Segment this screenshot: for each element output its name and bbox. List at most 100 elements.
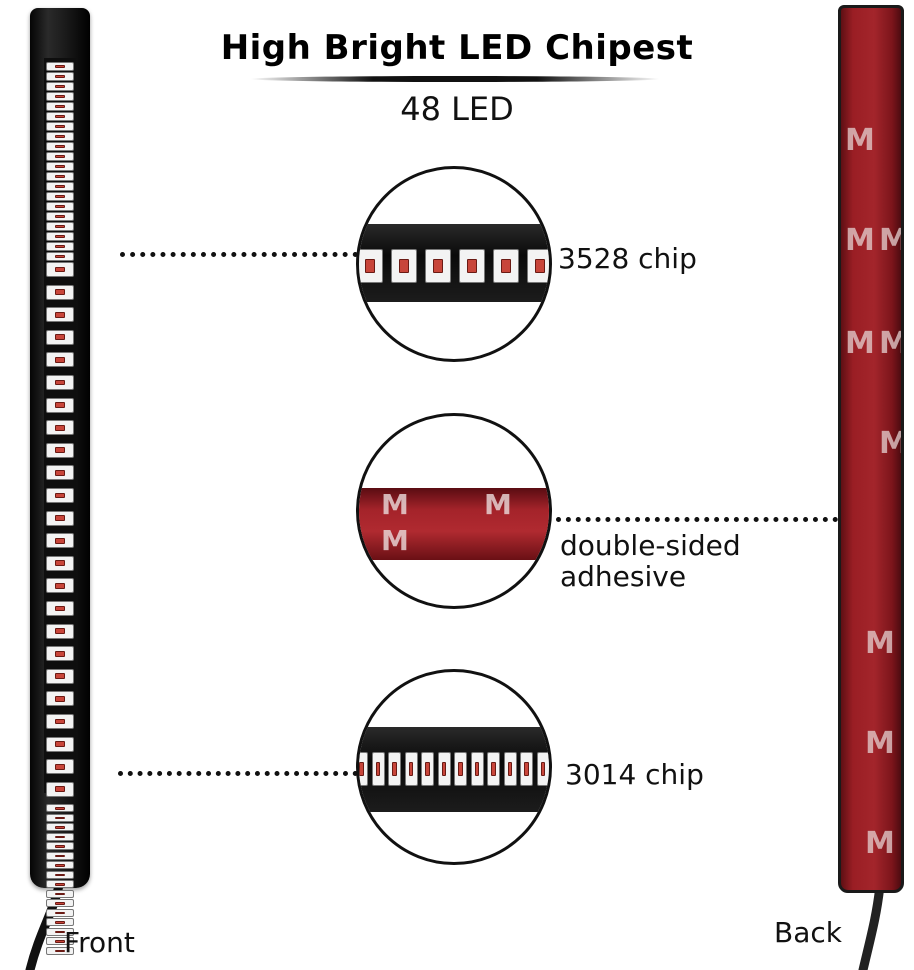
adhesive-logo-mark: M bbox=[865, 726, 895, 761]
label-front: Front bbox=[64, 926, 135, 959]
led-chip bbox=[421, 752, 434, 786]
led-chip bbox=[371, 752, 385, 786]
back-adhesive-strip: M M M M M M M M M bbox=[838, 5, 904, 893]
front-led-strip bbox=[30, 8, 90, 955]
led-chip bbox=[46, 262, 74, 277]
led-chip bbox=[520, 752, 533, 786]
adhesive-logo-mark: M bbox=[879, 426, 901, 461]
zoom-adhesive: M M M bbox=[356, 413, 552, 609]
led-chip bbox=[46, 152, 74, 161]
adhesive-logo-mark: M bbox=[845, 123, 875, 158]
back-cable bbox=[858, 885, 885, 970]
led-chip bbox=[404, 752, 418, 786]
led-chip bbox=[46, 813, 74, 822]
led-chip bbox=[536, 752, 549, 786]
page-title: High Bright LED Chipest bbox=[220, 28, 694, 68]
led-chip bbox=[46, 222, 74, 231]
led-chip bbox=[46, 646, 74, 662]
led-chip bbox=[46, 72, 74, 81]
led-chip bbox=[46, 578, 74, 594]
led-chip bbox=[46, 232, 74, 241]
led-chip bbox=[46, 781, 74, 797]
led-chip bbox=[46, 112, 74, 121]
led-chip bbox=[46, 352, 74, 368]
led-chip bbox=[46, 714, 74, 729]
zoom-3528-chip bbox=[356, 166, 552, 362]
adhesive-logo-mark: M bbox=[381, 488, 409, 521]
led-chip bbox=[46, 172, 74, 181]
led-chip bbox=[46, 937, 74, 946]
led-chip bbox=[46, 252, 74, 261]
adhesive-logo-mark: M bbox=[484, 488, 512, 521]
adhesive-logo-mark: M bbox=[381, 524, 409, 557]
led-chip bbox=[391, 249, 417, 283]
adhesive-logo-mark: M bbox=[865, 826, 895, 861]
led-chip bbox=[503, 752, 517, 786]
led-chip bbox=[459, 249, 485, 283]
led-chip bbox=[46, 212, 74, 221]
led-chip bbox=[46, 601, 74, 616]
led-chip bbox=[46, 488, 74, 503]
led-chip bbox=[527, 249, 549, 283]
led-chip bbox=[46, 510, 74, 526]
led-chip bbox=[46, 927, 74, 936]
zoom-3014-chip bbox=[356, 669, 552, 865]
adhesive-logo-mark: M bbox=[879, 326, 901, 361]
led-chip bbox=[487, 752, 500, 786]
led-chip bbox=[46, 242, 74, 251]
label-adhesive-line2: adhesive bbox=[560, 559, 687, 593]
led-chip bbox=[46, 375, 74, 390]
led-chip bbox=[46, 533, 74, 549]
led-count-subtitle: 48 LED bbox=[400, 90, 514, 128]
label-3528-chip: 3528 chip bbox=[558, 242, 697, 275]
led-chip bbox=[470, 752, 484, 786]
led-chip bbox=[46, 442, 74, 458]
led-chip bbox=[46, 861, 74, 870]
label-back: Back bbox=[774, 916, 842, 949]
led-chip bbox=[437, 752, 451, 786]
led-chip bbox=[46, 420, 74, 436]
led-chip bbox=[46, 889, 74, 898]
led-chip bbox=[46, 122, 74, 131]
led-chip bbox=[46, 736, 74, 752]
led-chip bbox=[454, 752, 467, 786]
led-chip bbox=[46, 182, 74, 191]
led-chip bbox=[46, 880, 74, 889]
led-chip bbox=[46, 832, 74, 841]
led-chip bbox=[46, 691, 74, 707]
led-chip bbox=[46, 465, 74, 481]
led-chip bbox=[46, 62, 74, 71]
front-strip-pcb bbox=[44, 58, 76, 955]
adhesive-closeup bbox=[359, 488, 549, 560]
led-chip bbox=[46, 82, 74, 91]
led-chip bbox=[46, 284, 74, 300]
label-adhesive-line1: double-sided bbox=[560, 529, 741, 562]
callout-line-adhesive bbox=[556, 517, 838, 522]
led-chip bbox=[46, 918, 74, 927]
label-3014-chip: 3014 chip bbox=[565, 758, 704, 791]
adhesive-logo-mark: M bbox=[845, 326, 875, 361]
adhesive-logo-mark: M bbox=[879, 223, 901, 258]
led-chip bbox=[493, 249, 519, 283]
led-chip bbox=[359, 752, 368, 786]
led-chip bbox=[46, 92, 74, 101]
adhesive-logo-mark: M bbox=[845, 223, 875, 258]
led-chip bbox=[425, 249, 451, 283]
adhesive-logo-mark: M bbox=[865, 626, 895, 661]
title-underline bbox=[250, 76, 660, 82]
led-chip bbox=[46, 668, 74, 684]
led-chip bbox=[46, 555, 74, 571]
led-chip bbox=[46, 142, 74, 151]
led-chip bbox=[388, 752, 401, 786]
led-chip bbox=[46, 102, 74, 111]
label-double-sided-adhesive: double-sided adhesive bbox=[560, 529, 741, 593]
led-chip bbox=[46, 759, 74, 775]
led-chip bbox=[46, 307, 74, 323]
led-chip bbox=[46, 132, 74, 141]
callout-line-3528 bbox=[120, 252, 358, 257]
strip-closeup bbox=[359, 224, 549, 302]
led-chip bbox=[46, 329, 74, 345]
led-chip bbox=[46, 851, 74, 860]
led-chip bbox=[46, 397, 74, 413]
led-chip bbox=[46, 192, 74, 201]
